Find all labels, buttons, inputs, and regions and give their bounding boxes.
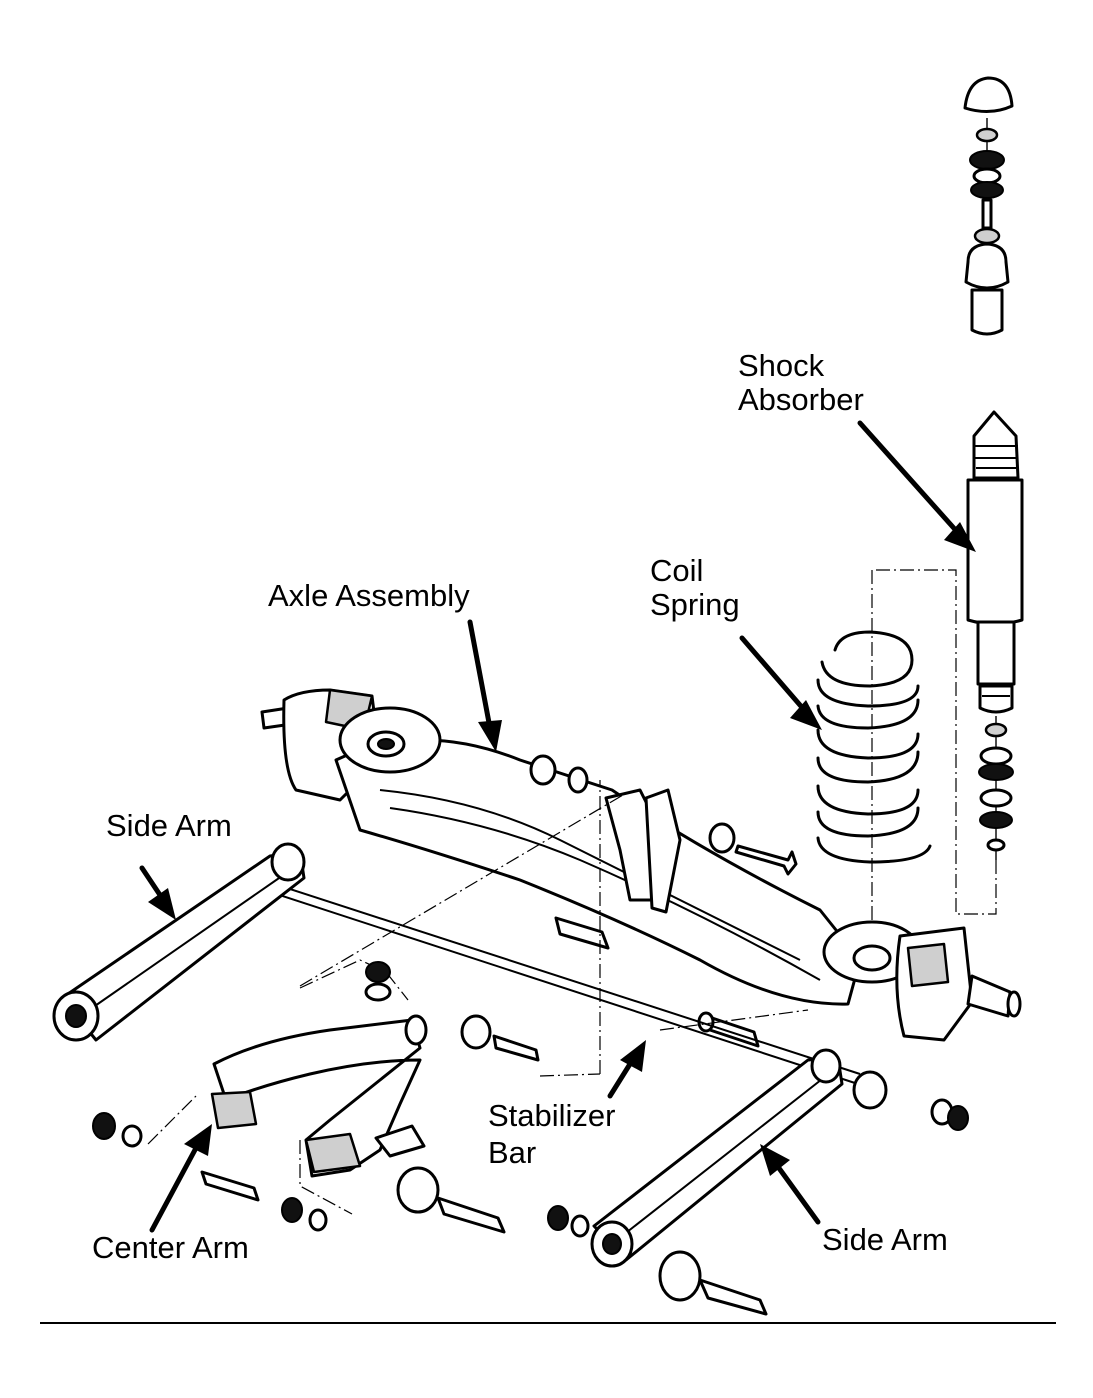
shock-mount-hardware [963,76,1014,336]
label-coil-spring-line1: Coil [650,553,703,588]
side-arm-right [547,1048,969,1316]
side-arm-left [52,842,306,1042]
labels: Shock Absorber Coil Spring Axle Assembly… [92,348,948,1265]
alignment-lines [299,780,809,1077]
label-stabilizer-bar-line2: Bar [488,1135,536,1170]
label-shock-absorber-line1: Shock [738,348,825,383]
label-side-arm-right: Side Arm [822,1222,948,1257]
label-side-arm-left: Side Arm [106,808,232,843]
label-axle-assembly: Axle Assembly [268,578,470,613]
shock-absorber [872,410,1024,915]
axle-fasteners [529,754,798,1048]
coil-spring [816,570,932,950]
label-stabilizer-bar-line1: Stabilizer [488,1098,616,1133]
axle-assembly [260,688,1022,1042]
center-arm [92,959,540,1234]
label-shock-absorber-line2: Absorber [738,382,864,417]
stabilizer-bar [255,877,861,1085]
label-coil-spring-line2: Spring [650,587,740,622]
label-center-arm: Center Arm [92,1230,249,1265]
leader-arrows [139,420,976,1233]
